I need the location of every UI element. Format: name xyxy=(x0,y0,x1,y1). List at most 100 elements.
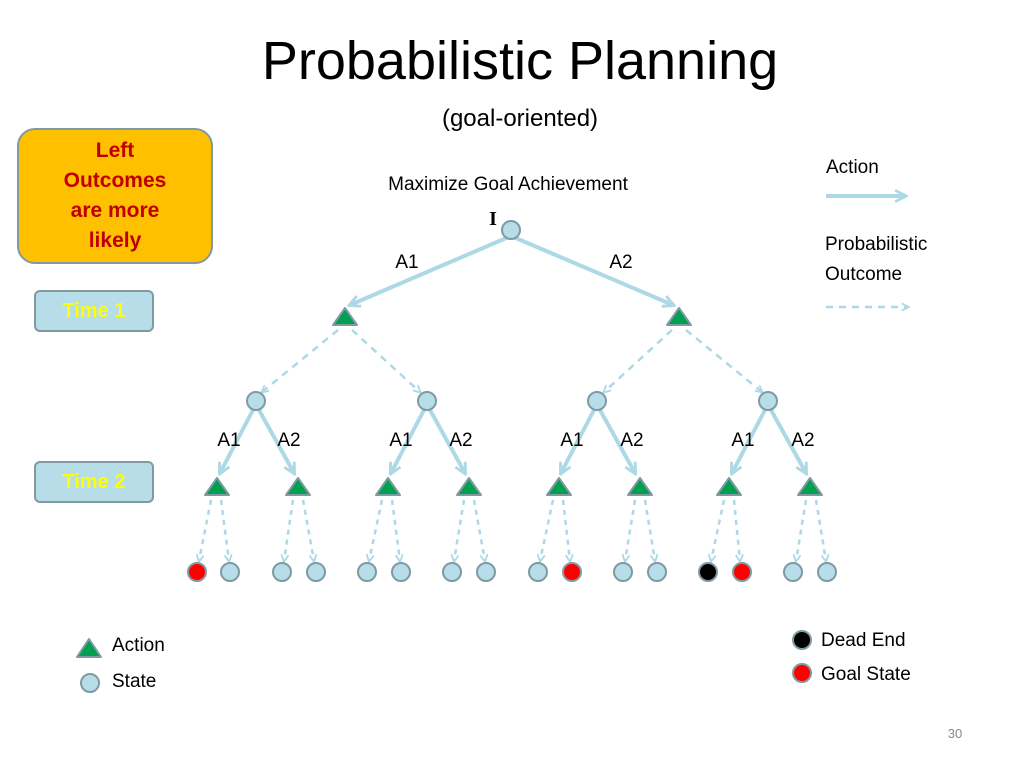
outcome-edge xyxy=(814,499,826,561)
dead-end-leaf xyxy=(698,562,718,582)
outcome-edge xyxy=(301,499,314,561)
legend-dead-end-circle xyxy=(792,630,812,650)
state-node xyxy=(246,391,266,411)
action-node xyxy=(204,477,230,496)
legend-action-arrow-label: Action xyxy=(826,157,879,178)
outcome-edge xyxy=(284,499,295,561)
outcome-edge xyxy=(732,499,740,561)
leaf-nodes xyxy=(187,562,837,582)
outcome-edge xyxy=(219,499,229,561)
edge-level2-action xyxy=(561,409,596,473)
time-1-label: Time 1 xyxy=(34,290,154,332)
goal-state-leaf xyxy=(732,562,752,582)
legend-outcome-line2: Outcome xyxy=(825,264,902,285)
state-leaf xyxy=(476,562,496,582)
page-number: 30 xyxy=(947,726,963,741)
legend-state-symbol-label: State xyxy=(112,671,156,692)
edge-level2-action xyxy=(257,409,294,473)
action-node xyxy=(285,477,311,496)
level2-action-edges xyxy=(220,409,806,473)
outcome-edge xyxy=(262,329,339,392)
outcome-edge xyxy=(351,329,420,392)
action-node xyxy=(375,477,401,496)
level1-action-label-a2: A2 xyxy=(609,252,632,273)
action-node xyxy=(797,477,823,496)
state-leaf xyxy=(817,562,837,582)
state-leaf xyxy=(613,562,633,582)
root-label: I xyxy=(489,208,497,230)
level2-action-label: A1 xyxy=(389,430,412,451)
outcome-edge xyxy=(643,499,655,561)
level2-action-label: A2 xyxy=(449,430,472,451)
action-node xyxy=(332,307,358,326)
level2-action-label: A2 xyxy=(620,430,643,451)
state-leaf xyxy=(391,562,411,582)
goal-state-leaf xyxy=(562,562,582,582)
level2-outcome-edges xyxy=(199,499,826,561)
legend-outcome-arrow-label: Probabilistic Outcome xyxy=(825,234,933,285)
slide-title: Probabilistic Planning xyxy=(261,31,779,91)
legend-goal-state-label: Goal State xyxy=(821,664,911,685)
level2-action-label: A2 xyxy=(791,430,814,451)
legend-state-circle xyxy=(80,673,100,693)
edge-level2-action xyxy=(391,409,426,473)
state-node xyxy=(417,391,437,411)
edge-root-a2 xyxy=(510,234,673,305)
legend-outcome-line1: Probabilistic xyxy=(825,234,927,255)
symbol-legend: Action State xyxy=(76,635,165,693)
level1-action-edges xyxy=(350,234,673,305)
legend-goal-state-circle xyxy=(792,663,812,683)
outcome-edge xyxy=(625,499,637,561)
time-2-label: Time 2 xyxy=(34,461,154,503)
root-state-node xyxy=(501,220,521,240)
state-leaf xyxy=(647,562,667,582)
edge-level2-action xyxy=(428,409,465,473)
level1-action-label-a1: A1 xyxy=(395,252,418,273)
slide-subtitle: (goal-oriented) xyxy=(441,105,599,132)
action-node xyxy=(627,477,653,496)
action-node xyxy=(716,477,742,496)
edge-level2-action xyxy=(220,409,255,473)
state-leaf xyxy=(220,562,240,582)
state-leaf xyxy=(783,562,803,582)
level1-state-nodes xyxy=(246,391,778,411)
legend-action-symbol-label: Action xyxy=(112,635,165,656)
level2-action-label: A1 xyxy=(560,430,583,451)
action-node xyxy=(546,477,572,496)
state-leaf xyxy=(442,562,462,582)
state-leaf xyxy=(306,562,326,582)
action-node xyxy=(456,477,482,496)
terminal-legend: Dead End Goal State xyxy=(792,630,911,685)
level2-action-label: A2 xyxy=(277,430,300,451)
outcome-edge xyxy=(796,499,808,561)
outcome-edge xyxy=(711,499,726,561)
edge-level2-action xyxy=(769,409,806,473)
outcome-edge xyxy=(369,499,384,561)
state-leaf xyxy=(528,562,548,582)
outcome-edge xyxy=(685,329,762,392)
outcome-edge xyxy=(472,499,485,561)
legend-action-triangle xyxy=(76,638,102,658)
state-leaf xyxy=(272,562,292,582)
outcome-edge xyxy=(454,499,466,561)
action-nodes xyxy=(204,307,823,496)
outcome-edge xyxy=(561,499,570,561)
legend-dead-end-label: Dead End xyxy=(821,630,906,651)
tree-heading: Maximize Goal Achievement xyxy=(388,174,628,195)
likelihood-note-text: Left Outcomes are more likely xyxy=(63,139,167,252)
level2-action-label: A1 xyxy=(731,430,754,451)
outcome-edge xyxy=(199,499,213,561)
arrow-legend: Action Probabilistic Outcome xyxy=(825,157,933,307)
outcome-edge xyxy=(390,499,400,561)
level1-outcome-edges xyxy=(262,329,762,392)
likelihood-note: Left Outcomes are more likely xyxy=(17,128,213,264)
outcome-edge xyxy=(604,329,673,392)
state-leaf xyxy=(357,562,377,582)
edge-level2-action xyxy=(732,409,767,473)
state-node xyxy=(758,391,778,411)
action-node xyxy=(666,307,692,326)
goal-state-leaf xyxy=(187,562,207,582)
level2-action-label: A1 xyxy=(217,430,240,451)
outcome-edge xyxy=(540,499,555,561)
